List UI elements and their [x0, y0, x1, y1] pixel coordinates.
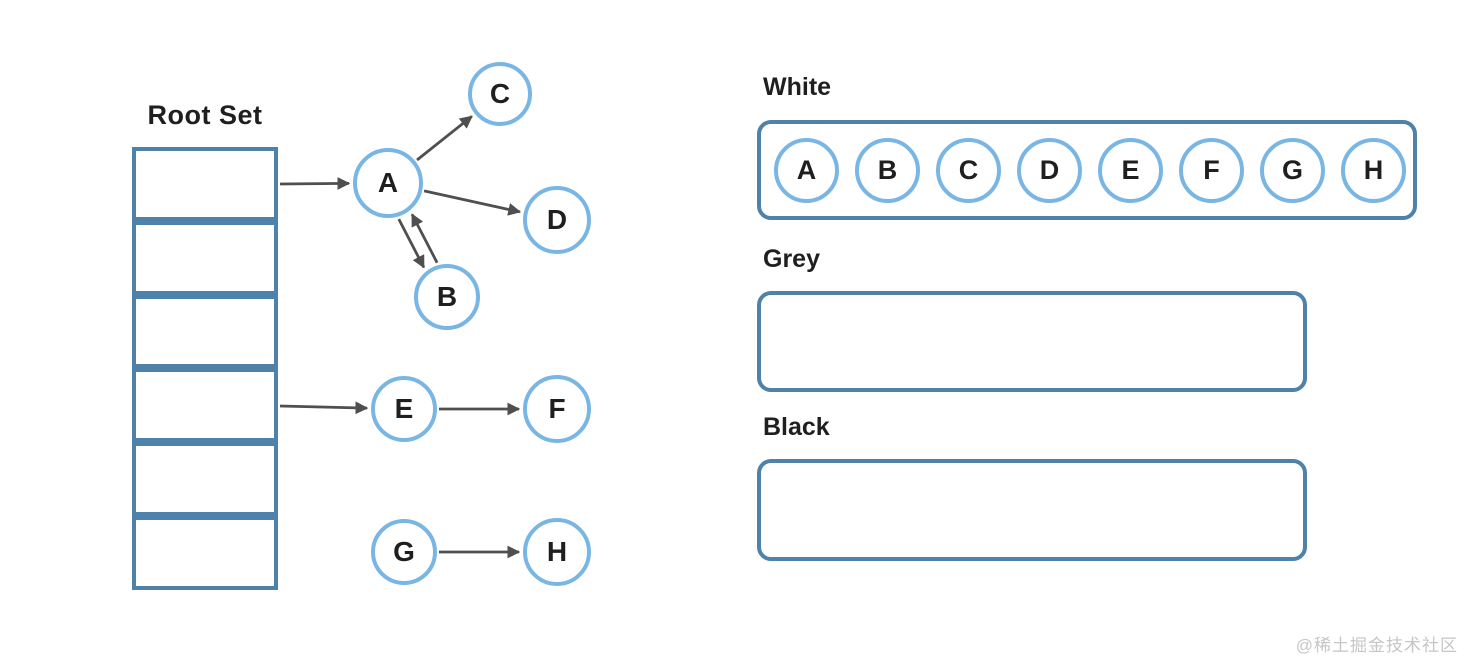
set-white-node-F: F [1179, 137, 1244, 203]
edge-A-to-B [397, 218, 426, 269]
root-set-title: Root Set [147, 100, 263, 130]
white-set-title: White [763, 73, 832, 101]
black-set-title: Black [763, 413, 830, 441]
edge-A-to-C [416, 115, 473, 162]
set-white-node-A: A [774, 137, 839, 203]
set-white-node-G: G [1260, 137, 1325, 203]
root-set-cell-2 [132, 220, 278, 295]
graph-node-D: D [523, 186, 591, 254]
edge-B-to-A [410, 213, 439, 264]
graph-node-E: E [371, 376, 437, 442]
set-white-node-D: D [1017, 137, 1082, 203]
set-white-node-B: B [855, 137, 920, 203]
edge-root-cell-1-to-A [279, 177, 351, 190]
set-white-node-H: H [1341, 137, 1406, 203]
set-white-node-E: E [1098, 137, 1163, 203]
graph-node-C: C [468, 62, 532, 126]
root-set-cell-5 [132, 442, 278, 516]
root-set-cell-3 [132, 294, 278, 369]
grey-set-title: Grey [763, 245, 820, 273]
root-set-stack [132, 147, 278, 590]
edge-A-to-D [423, 189, 522, 216]
root-set-cell-1 [132, 147, 278, 221]
graph-node-H: H [523, 518, 591, 586]
root-set-cell-6 [132, 515, 278, 590]
root-set-cell-4 [132, 368, 278, 443]
graph-node-G: G [371, 519, 437, 585]
black-set-box [757, 459, 1307, 561]
graph-node-B: B [414, 264, 480, 330]
set-white-node-C: C [936, 137, 1001, 203]
grey-set-box [757, 291, 1307, 392]
graph-node-F: F [523, 375, 591, 443]
edge-root-cell-4-to-E [279, 401, 369, 415]
site-watermark: @稀土掘金技术社区 [1295, 636, 1458, 655]
graph-node-A: A [353, 148, 423, 218]
